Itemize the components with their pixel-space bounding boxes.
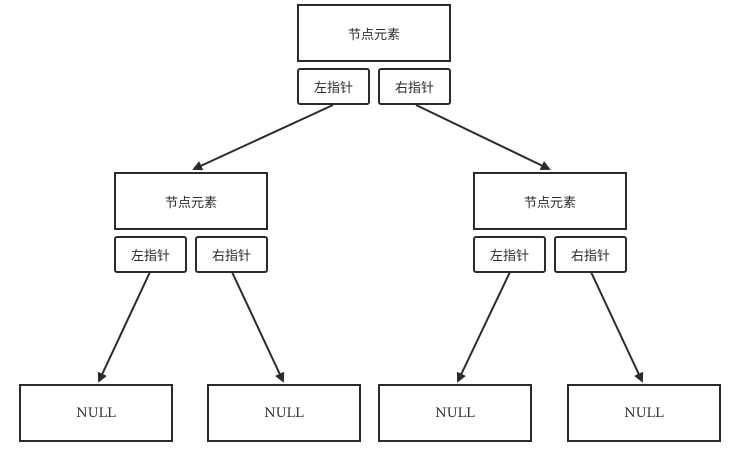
left-child-right-pointer: 右指针 [195,236,268,273]
root-left-pointer: 左指针 [297,68,370,105]
arrow-left-left [97,271,151,383]
null-leaf-1: NULL [19,384,173,442]
null-leaf-4: NULL [567,384,721,442]
null-leaf-3: NULL [378,384,532,442]
right-child-right-pointer: 右指针 [554,236,627,273]
arrow-right-right [590,271,644,383]
root-node-element: 节点元素 [297,4,451,62]
arrow-root-left [192,104,334,171]
left-child-node-element: 节点元素 [114,172,268,230]
left-child-left-pointer: 左指针 [114,236,187,273]
root-right-pointer: 右指针 [378,68,451,105]
arrow-root-right [415,104,551,171]
arrow-left-right [231,271,285,383]
arrow-right-left [456,271,511,383]
null-leaf-2: NULL [207,384,361,442]
right-child-node-element: 节点元素 [473,172,627,230]
right-child-left-pointer: 左指针 [473,236,546,273]
